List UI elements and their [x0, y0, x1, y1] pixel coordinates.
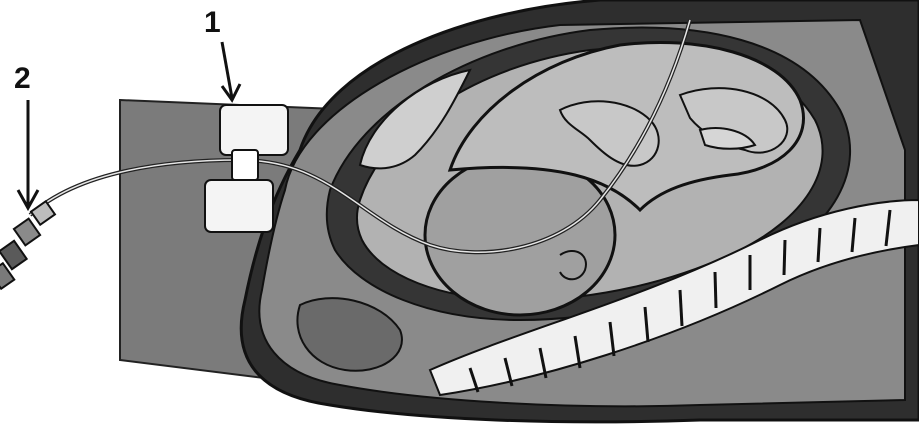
callout-label-2: 2 — [14, 62, 31, 95]
callout-label-1: 1 — [204, 6, 221, 39]
callout-arrow-1 — [222, 42, 240, 100]
callout-arrow-2 — [18, 100, 38, 208]
adhesive-pad-top — [220, 105, 288, 155]
catheter-connector-icon — [0, 201, 55, 288]
pad-clip — [232, 150, 258, 180]
adhesive-pad-bottom — [205, 180, 273, 232]
